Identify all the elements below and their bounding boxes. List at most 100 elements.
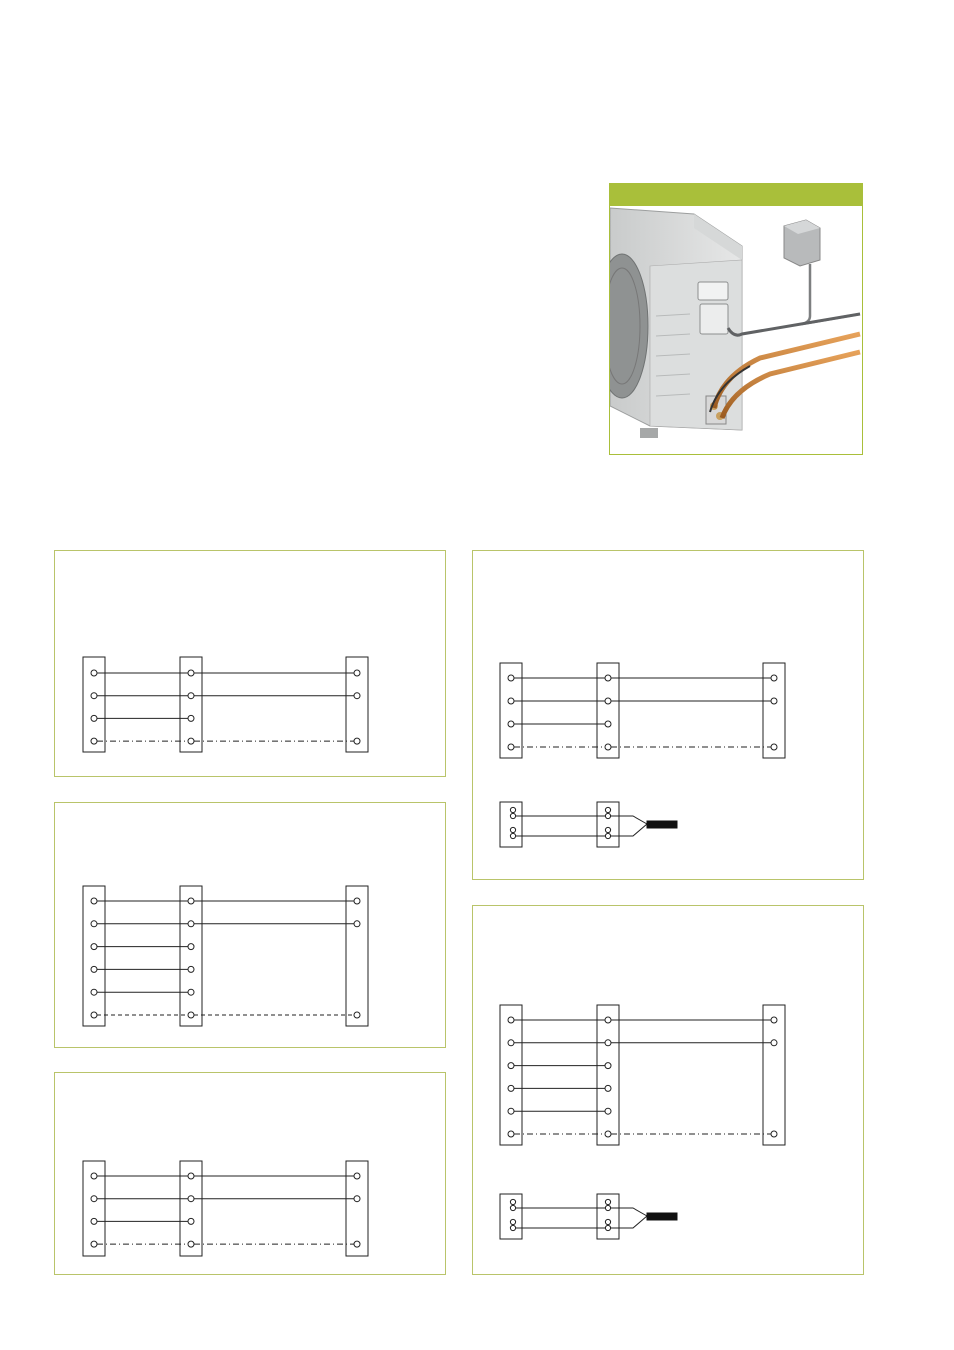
terminal-point (353, 669, 361, 677)
terminal-point (187, 1240, 195, 1248)
terminal-point (187, 1172, 195, 1180)
terminal-block (762, 662, 786, 759)
terminal-point (187, 897, 195, 905)
terminal-point (90, 737, 98, 745)
terminal-block (82, 885, 106, 1027)
terminal-point (507, 1062, 515, 1070)
terminal-point (604, 1039, 612, 1047)
outdoor-unit-illustration (610, 207, 861, 438)
cable-wire (611, 823, 648, 837)
terminal-point (507, 674, 515, 682)
terminal-point (507, 1016, 515, 1024)
terminal-block (345, 1160, 369, 1257)
terminal-point (604, 1130, 612, 1138)
terminal-point (770, 1016, 778, 1024)
terminal-point (353, 1011, 361, 1019)
terminal-point (187, 1011, 195, 1019)
terminal-point (353, 692, 361, 700)
terminal-point (507, 1107, 515, 1115)
terminal-point (770, 743, 778, 751)
terminal-block (345, 656, 369, 753)
terminal-point (353, 1172, 361, 1180)
terminal-point (90, 1240, 98, 1248)
cable-wire (611, 1207, 648, 1217)
terminal-point (509, 806, 517, 814)
wiring-panel-c (54, 1072, 446, 1275)
wiring-panel-d (472, 550, 864, 880)
terminal-point (90, 1172, 98, 1180)
terminal-point (90, 692, 98, 700)
terminal-block (499, 662, 523, 759)
terminal-point (604, 1218, 612, 1226)
terminal-point (90, 1195, 98, 1203)
terminal-point (604, 720, 612, 728)
terminal-point (509, 812, 517, 820)
terminal-point (353, 1195, 361, 1203)
terminal-block (499, 1004, 523, 1146)
terminal-point (353, 897, 361, 905)
terminal-point (507, 720, 515, 728)
cable-wire (611, 815, 648, 825)
terminal-point (770, 674, 778, 682)
terminal-point (507, 1130, 515, 1138)
terminal-point (604, 743, 612, 751)
wiring-panel-b (54, 802, 446, 1048)
outdoor-unit-photo (609, 183, 863, 455)
cable-icon (646, 820, 678, 829)
terminal-point (604, 806, 612, 814)
terminal-point (90, 920, 98, 928)
terminal-point (509, 1198, 517, 1206)
terminal-block (82, 1160, 106, 1257)
terminal-point (604, 1224, 612, 1232)
terminal-point (90, 988, 98, 996)
terminal-point (604, 826, 612, 834)
terminal-point (187, 1195, 195, 1203)
terminal-block (179, 656, 203, 753)
terminal-block (596, 1004, 620, 1146)
terminal-point (507, 743, 515, 751)
terminal-point (604, 1062, 612, 1070)
terminal-point (90, 965, 98, 973)
terminal-point (353, 737, 361, 745)
terminal-point (509, 1224, 517, 1232)
terminal-block (596, 662, 620, 759)
terminal-point (604, 1016, 612, 1024)
terminal-point (604, 697, 612, 705)
terminal-block (179, 1160, 203, 1257)
terminal-point (604, 1107, 612, 1115)
terminal-block (345, 885, 369, 1027)
terminal-block (762, 1004, 786, 1146)
terminal-point (507, 697, 515, 705)
terminal-point (187, 714, 195, 722)
terminal-point (604, 1198, 612, 1206)
terminal-point (90, 714, 98, 722)
terminal-point (187, 965, 195, 973)
terminal-point (187, 920, 195, 928)
terminal-point (187, 943, 195, 951)
terminal-point (90, 1011, 98, 1019)
terminal-block (82, 656, 106, 753)
terminal-point (770, 697, 778, 705)
terminal-block (179, 885, 203, 1027)
terminal-point (507, 1084, 515, 1092)
terminal-point (187, 988, 195, 996)
terminal-point (90, 1217, 98, 1225)
terminal-point (604, 1084, 612, 1092)
terminal-point (509, 832, 517, 840)
terminal-point (90, 897, 98, 905)
terminal-point (90, 669, 98, 677)
terminal-point (353, 920, 361, 928)
terminal-point (604, 1204, 612, 1212)
terminal-point (187, 1217, 195, 1225)
terminal-point (509, 826, 517, 834)
terminal-point (353, 1240, 361, 1248)
terminal-point (509, 1218, 517, 1226)
terminal-point (770, 1039, 778, 1047)
terminal-point (187, 737, 195, 745)
terminal-point (770, 1130, 778, 1138)
terminal-point (509, 1204, 517, 1212)
photo-header-bar (610, 184, 862, 206)
cable-icon (646, 1212, 678, 1221)
wiring-panel-e (472, 905, 864, 1275)
